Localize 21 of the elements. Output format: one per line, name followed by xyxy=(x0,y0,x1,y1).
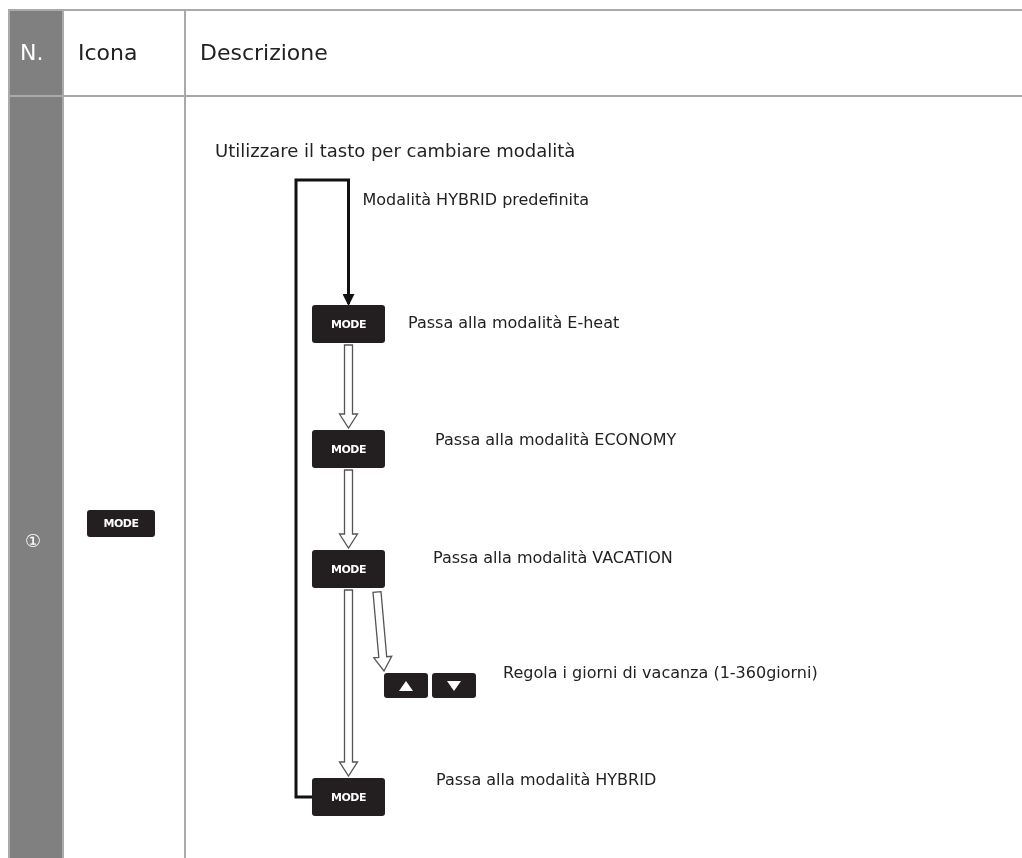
arrow xyxy=(372,590,393,673)
arrow xyxy=(338,344,359,430)
mode-description: Regola i giorni di vacanza (1-360giorni) xyxy=(503,663,818,682)
mode-description: Passa alla modalità HYBRID xyxy=(436,770,657,789)
arrow xyxy=(338,589,359,778)
mode-key: MODE xyxy=(312,550,385,588)
column-header: Icona xyxy=(78,40,138,65)
column-header: N. xyxy=(20,40,44,65)
edge-label: Modalità HYBRID predefinita xyxy=(362,190,590,209)
row-number: ① xyxy=(25,530,42,551)
mode-key: MODE xyxy=(312,778,385,816)
arrow xyxy=(294,178,355,799)
mode-key: MODE xyxy=(312,430,385,468)
mode-key: MODE xyxy=(312,305,385,343)
mode-description: Passa alla modalità ECONOMY xyxy=(435,430,677,449)
column-header: Descrizione xyxy=(200,40,328,65)
mode-description: Passa alla modalità E-heat xyxy=(408,313,620,332)
mode-key: MODE xyxy=(87,510,155,537)
mode-description: Passa alla modalità VACATION xyxy=(433,548,673,567)
instruction-text: Utilizzare il tasto per cambiare modalità xyxy=(215,140,576,161)
arrow xyxy=(338,469,359,550)
